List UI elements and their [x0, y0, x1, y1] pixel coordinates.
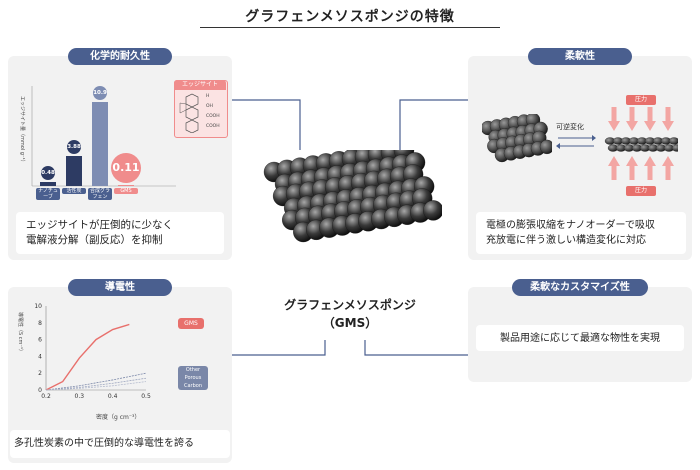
- bar-category-label-2: 合成グラフェン: [88, 188, 112, 200]
- gms-sponge-illustration: [263, 150, 442, 243]
- line-x-tick-1: 0.3: [75, 393, 85, 400]
- molecule-icon: [179, 93, 199, 133]
- bar-1: [66, 156, 82, 186]
- other-series-label: Other Porous Carbon: [178, 366, 208, 390]
- line-series-1: [45, 372, 147, 391]
- bar-0: [40, 182, 56, 186]
- customize-description-text: 製品用途に応じて最適な物性を実現: [500, 333, 660, 344]
- line-y-tick-1: 2: [38, 370, 42, 377]
- customize-heading: 柔軟なカスタマイズ性: [512, 279, 648, 296]
- flexibility-description-line2: 充放電に伴う激しい構造変化に対応: [486, 235, 646, 246]
- chemical-heading: 化学的耐久性: [68, 48, 172, 65]
- conductivity-ylabel: 導電性（S cm⁻¹）: [17, 312, 23, 355]
- other-label-line2: Porous: [184, 375, 202, 381]
- pressure-down-arrows-icon: [608, 107, 674, 131]
- sponge-expanded-icon: [482, 114, 552, 163]
- edge-group-2: OH: [206, 104, 213, 109]
- bar-value-label-1: 3.88: [67, 140, 81, 155]
- bar-2: [92, 102, 108, 186]
- sponge-compressed-icon: [604, 137, 678, 152]
- line-y-tick-3: 6: [38, 337, 42, 344]
- title-underline: [200, 27, 500, 28]
- line-x-tick-0: 0.2: [41, 393, 51, 400]
- pressure-top-label: 圧力: [626, 95, 656, 105]
- line-y-tick-4: 8: [38, 320, 42, 327]
- line-y-tick-0: 0: [38, 387, 42, 394]
- bar-value-label-0: 0.48: [41, 166, 55, 181]
- edge-site-label: エッジサイト: [174, 80, 226, 90]
- bar-value-label-2: 10.9: [93, 86, 107, 101]
- chemical-description: エッジサイトが圧倒的に少なく 電解液分解（副反応）を抑制: [16, 212, 224, 254]
- reversible-arrows-icon: [556, 135, 596, 149]
- conductivity-description: 多孔性炭素の中で圧倒的な導電性を誇る: [10, 430, 230, 458]
- line-series-0: [45, 323, 130, 391]
- other-label-line3: Carbon: [183, 383, 202, 389]
- flexibility-description-line1: 電極の膨張収縮をナノオーダーで吸収: [486, 220, 655, 231]
- gms-abbr: （GMS）: [322, 316, 378, 330]
- edge-site-bar-chart: [31, 86, 176, 187]
- conductivity-heading: 導電性: [68, 279, 172, 296]
- connector-flex: [399, 99, 468, 150]
- customize-description: 製品用途に応じて最適な物性を実現: [476, 325, 684, 351]
- line-y-tick-2: 4: [38, 353, 42, 360]
- chemical-description-line2: 電解液分解（副反応）を抑制: [26, 234, 163, 246]
- line-x-tick-3: 0.5: [141, 393, 151, 400]
- flexibility-description: 電極の膨張収縮をナノオーダーで吸収 充放電に伴う激しい構造変化に対応: [476, 212, 686, 254]
- gms-series-label: GMS: [178, 318, 204, 329]
- other-label-line1: Other: [185, 367, 201, 373]
- edge-group-3: COOH: [206, 114, 220, 119]
- conductivity-description-text: 多孔性炭素の中で圧倒的な導電性を誇る: [14, 438, 194, 449]
- reversible-label: 可逆変化: [556, 123, 584, 131]
- line-series-3: [45, 381, 147, 391]
- bar-category-label-3: GMS: [114, 188, 138, 194]
- bar-category-label-0: ナノチューブ: [36, 188, 60, 200]
- conductivity-line-chart: 0 2 4 6 8 10 0.2 0.3 0.4 0.5: [34, 303, 151, 400]
- connector-conductivity: [232, 340, 326, 356]
- line-series-2: [45, 377, 147, 391]
- bar-3: [118, 184, 134, 186]
- flexibility-heading: 柔軟性: [528, 48, 632, 65]
- bar-value-label-3: 0.11: [111, 152, 141, 183]
- conductivity-xlabel: 密度（g cm⁻³）: [96, 414, 141, 421]
- pressure-bottom-label: 圧力: [626, 186, 656, 196]
- connector-chemical: [232, 99, 301, 150]
- chemical-ylabel: エッジサイト量（mmol g⁻¹）: [19, 96, 25, 165]
- gms-name: グラフェンメソスポンジ: [284, 298, 416, 312]
- pressure-up-arrows-icon: [608, 156, 674, 180]
- edge-group-4: COOH: [206, 124, 220, 129]
- bar-category-label-1: 活性炭: [62, 188, 86, 194]
- connector-customize: [364, 340, 468, 356]
- line-x-tick-2: 0.4: [108, 393, 118, 400]
- chemical-description-line1: エッジサイトが圧倒的に少なく: [26, 219, 173, 231]
- page-title: グラフェンメソスポンジの特徴: [245, 9, 455, 25]
- line-y-tick-5: 10: [34, 303, 42, 310]
- edge-group-1: H: [206, 94, 210, 99]
